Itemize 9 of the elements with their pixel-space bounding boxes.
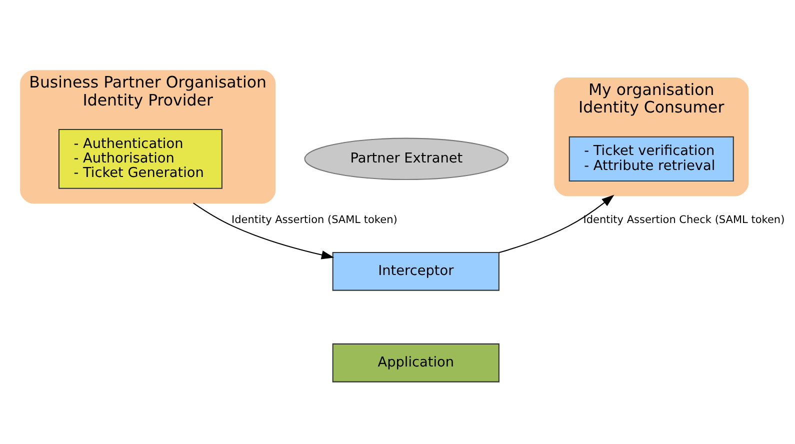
node-box: Application	[332, 343, 500, 382]
node-box: Interceptor	[332, 252, 500, 291]
edge-label: Identity Assertion Check (SAML token)	[583, 214, 785, 226]
node-box: - Ticket verification - Attribute retrieval	[568, 136, 734, 182]
node-ellipse: Partner Extranet	[304, 138, 509, 180]
arrow	[193, 202, 334, 260]
arrow	[499, 194, 614, 254]
edge-label: Identity Assertion (SAML token)	[232, 214, 398, 226]
node-box: - Authentication - Authorisation - Ticket Generation	[58, 128, 222, 189]
